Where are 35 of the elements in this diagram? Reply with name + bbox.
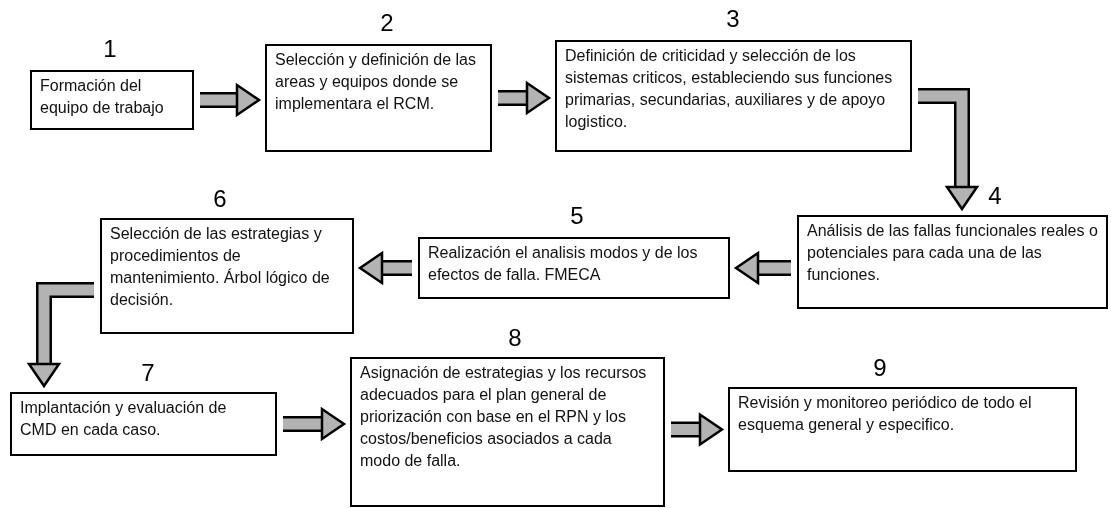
block-arrow <box>283 406 347 442</box>
step-text: Asignación de estrategias y los recursos adecuados para el plan general de priorización con base en el RPN y los costos/beneficios asociados a cada modo de falla. <box>360 363 648 471</box>
step-number: 6 <box>213 186 227 212</box>
step-number: 7 <box>141 360 155 386</box>
process-box <box>30 70 194 130</box>
process-box <box>265 44 492 152</box>
process-box <box>728 387 1077 472</box>
step-text: Realización el analisis modos y de los efectos de falla. FMECA <box>428 243 699 285</box>
block-arrow <box>26 281 94 389</box>
process-box <box>418 237 730 299</box>
step-text: Revisión y monitoreo periódico de todo el esquema general y especifico. <box>738 393 1033 435</box>
process-box <box>100 218 354 334</box>
step-text: Formación del equipo de trabajo <box>40 76 165 118</box>
process-box <box>555 40 912 152</box>
block-arrow <box>671 412 725 447</box>
block-arrow <box>918 88 980 212</box>
step-text: Selección de las estrategias y procedimientos de mantenimiento. Árbol lógico de decisión. <box>110 224 331 310</box>
block-arrow <box>357 250 412 286</box>
step-number: 5 <box>570 203 584 229</box>
block-arrow <box>498 80 552 116</box>
process-box <box>350 357 665 507</box>
step-text: Definición de criticidad y selección de los sistemas criticos, estableciendo sus funciones primarias, secundarias, auxiliares y de apoyo logistico. <box>565 46 894 132</box>
block-arrow <box>733 250 791 286</box>
step-number: 2 <box>380 10 394 36</box>
block-arrow <box>200 82 262 118</box>
step-number: 3 <box>726 6 740 32</box>
step-number: 1 <box>103 36 117 62</box>
step-number: 8 <box>508 325 522 351</box>
step-number: 4 <box>988 183 1002 209</box>
step-text: Implantación y evaluación de CMD en cada caso. <box>20 398 228 440</box>
process-box <box>797 215 1108 309</box>
step-text: Selección y definición de las areas y equipos donde se implementara el RCM. <box>275 50 477 114</box>
step-number: 9 <box>873 355 887 381</box>
process-box <box>10 392 277 456</box>
step-text: Análisis de las fallas funcionales reales o potenciales para cada una de las funciones. <box>807 221 1098 285</box>
